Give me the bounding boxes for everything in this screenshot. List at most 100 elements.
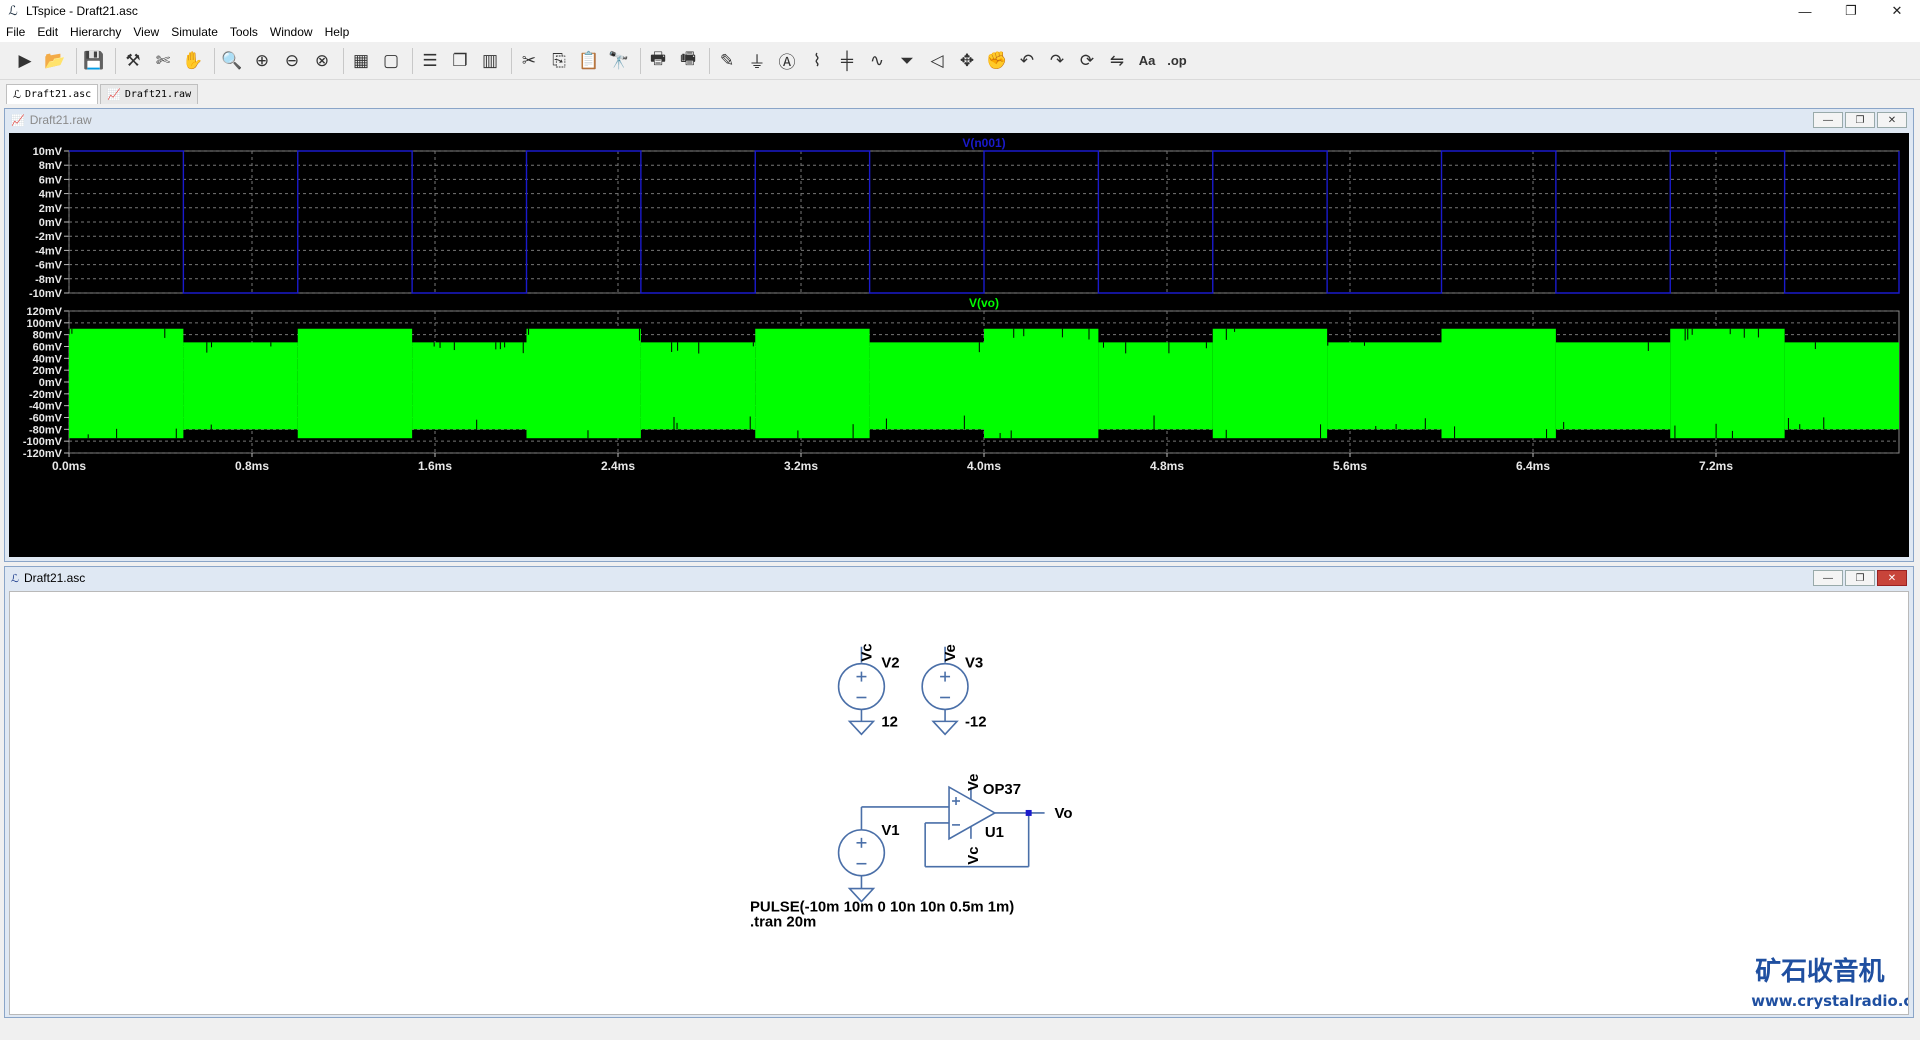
- waveform-restore-button[interactable]: ❐: [1845, 112, 1875, 128]
- v3-value-label: -12: [965, 713, 987, 730]
- resistor-icon[interactable]: ⌇: [812, 50, 822, 70]
- minimize-button[interactable]: —: [1798, 3, 1812, 19]
- zoom-cancel-icon[interactable]: ⊗: [314, 50, 330, 70]
- menu-simulate[interactable]: Simulate: [171, 25, 218, 39]
- output-node-dot: [1025, 809, 1032, 816]
- tab-draft21-raw[interactable]: 📈Draft21.raw: [100, 84, 199, 104]
- copy-icon[interactable]: ⎘: [552, 50, 566, 70]
- inductor-icon[interactable]: ∿: [869, 50, 885, 70]
- schematic-restore-button[interactable]: ❐: [1845, 570, 1875, 586]
- autorange-icon[interactable]: ▦: [352, 50, 370, 70]
- source-v2[interactable]: [837, 646, 886, 736]
- print-icon[interactable]: 🖶: [649, 49, 667, 68]
- cut-icon[interactable]: ✂: [521, 50, 537, 70]
- drag-icon[interactable]: ✊: [986, 50, 1008, 70]
- x-tick-label: 2.4ms: [601, 459, 635, 473]
- component-icon[interactable]: ◁: [930, 50, 944, 70]
- y-tick-label: 4mV: [39, 189, 63, 201]
- x-tick-label: 1.6ms: [418, 459, 452, 473]
- label-net-icon[interactable]: Ⓐ: [778, 53, 796, 72]
- open-icon[interactable]: 📂: [44, 50, 66, 70]
- u1-top-net-label: Ve: [965, 774, 982, 791]
- waveform-close-button[interactable]: ✕: [1877, 112, 1907, 128]
- trace-vo-segment: [69, 328, 184, 439]
- toolbar-separator: [214, 47, 215, 74]
- cascade-icon[interactable]: ❐: [452, 50, 468, 70]
- trace-vo-segment: [1555, 342, 1671, 430]
- save-icon[interactable]: 💾: [83, 50, 105, 70]
- diode-icon[interactable]: ⏷: [900, 50, 914, 70]
- y-tick-label: 0mV: [39, 377, 63, 389]
- schematic-canvas[interactable]: Vc V2 12 Ve V3 -12 V1: [9, 591, 1909, 1015]
- opamp-u1[interactable]: [861, 785, 1045, 868]
- schematic-minimize-button[interactable]: —: [1813, 570, 1843, 586]
- toolbar-separator: [343, 47, 344, 74]
- toolbar: ▶ 📂 💾 ⚒ ✄ ✋ 🔍 ⊕ ⊖ ⊗ ▦ ▢ ☰ ❐ ▥ ✂ ⎘ 📋 🔭 🖶 🖷 ✎ ⏚ Ⓐ ⌇ ╪ ∿ ⏷ ◁ ✥ ✊ ↶ ↷ ⟳ ⇋ Aa .op: [0, 42, 1920, 80]
- tab-label: Draft21.asc: [24, 89, 92, 100]
- y-tick-label: 2mV: [39, 203, 63, 215]
- y-tick-label: 10mV: [33, 146, 63, 158]
- trace-vo-segment: [640, 342, 756, 430]
- menu-tools[interactable]: Tools: [229, 25, 258, 39]
- halt-icon[interactable]: ✄: [155, 50, 171, 70]
- y-tick-label: -6mV: [35, 260, 63, 272]
- menu-hierarchy[interactable]: Hierarchy: [70, 25, 122, 39]
- move-icon[interactable]: ✥: [959, 50, 975, 70]
- paste-icon[interactable]: 📋: [578, 50, 600, 70]
- ground-icon[interactable]: ⏚: [748, 53, 766, 72]
- source-v3[interactable]: [921, 646, 969, 736]
- source-v1[interactable]: [837, 806, 886, 903]
- v2-net-label: Vc: [858, 643, 875, 661]
- y-tick-label: -80mV: [29, 424, 63, 436]
- x-tick-label: 6.4ms: [1516, 459, 1550, 473]
- menu-window[interactable]: Window: [269, 25, 313, 39]
- y-tick-label: -100mV: [23, 436, 63, 448]
- trace-vo-segment: [297, 328, 413, 439]
- menu-help[interactable]: Help: [324, 25, 350, 39]
- rotate-icon[interactable]: ⟳: [1079, 50, 1095, 70]
- redo-icon[interactable]: ↷: [1049, 50, 1065, 70]
- mark-icon[interactable]: ▢: [382, 50, 400, 70]
- y-tick-label: 60mV: [33, 342, 63, 354]
- toolbar-separator: [115, 47, 116, 74]
- zoom-fit-icon[interactable]: ⊕: [254, 50, 270, 70]
- draw-wire-icon[interactable]: ✎: [719, 50, 735, 70]
- schematic-window: ℒ Draft21.asc — ❐ ✕ Vc V2 12 Ve: [4, 566, 1914, 1018]
- trace-vo-segment: [755, 328, 870, 439]
- close-button[interactable]: ✕: [1891, 3, 1903, 18]
- control-panel-icon[interactable]: ⚒: [125, 50, 141, 70]
- undo-icon[interactable]: ↶: [1019, 50, 1035, 70]
- v2-ref-label: V2: [881, 655, 899, 672]
- tran-directive[interactable]: .tran 20m: [750, 913, 816, 930]
- y-tick-label: -60mV: [29, 413, 63, 425]
- waveform-plot[interactable]: 10mV8mV6mV4mV2mV0mV-2mV-4mV-6mV-8mV-10mV…: [9, 133, 1909, 557]
- run-icon[interactable]: ▶: [18, 50, 32, 70]
- menu-view[interactable]: View: [133, 25, 160, 39]
- zoom-in-icon[interactable]: 🔍: [221, 50, 243, 70]
- pan-icon[interactable]: ✋: [182, 50, 204, 70]
- restore-button[interactable]: ❐: [1845, 3, 1857, 18]
- pulse-directive[interactable]: PULSE(-10m 10m 0 10n 10n 0.5m 1m): [750, 898, 1014, 915]
- schematic-window-label: Draft21.asc: [23, 571, 86, 585]
- spice-directive-icon[interactable]: .op: [1167, 53, 1187, 68]
- text-icon[interactable]: Aa: [1138, 53, 1156, 68]
- v3-net-label: Ve: [942, 644, 959, 661]
- menu-file[interactable]: File: [6, 25, 26, 39]
- zoom-out-icon[interactable]: ⊖: [284, 50, 300, 70]
- y-tick-label: -8mV: [35, 274, 63, 286]
- y-tick-label: 100mV: [27, 318, 63, 330]
- v1-ref-label: V1: [881, 822, 899, 839]
- trace-vo-segment: [1098, 342, 1213, 430]
- waveform-minimize-button[interactable]: —: [1813, 112, 1843, 128]
- menu-edit[interactable]: Edit: [37, 25, 59, 39]
- print-setup-icon[interactable]: 🖷: [679, 49, 697, 68]
- tile-horizontal-icon[interactable]: ☰: [422, 50, 438, 70]
- tile-vertical-icon[interactable]: ▥: [481, 50, 499, 70]
- capacitor-icon[interactable]: ╪: [840, 50, 854, 70]
- mirror-icon[interactable]: ⇋: [1109, 50, 1125, 70]
- find-icon[interactable]: 🔭: [608, 50, 630, 70]
- schematic-close-button[interactable]: ✕: [1877, 570, 1907, 586]
- trace-vo-segment: [1670, 328, 1785, 439]
- waveform-icon: 📈: [11, 114, 25, 127]
